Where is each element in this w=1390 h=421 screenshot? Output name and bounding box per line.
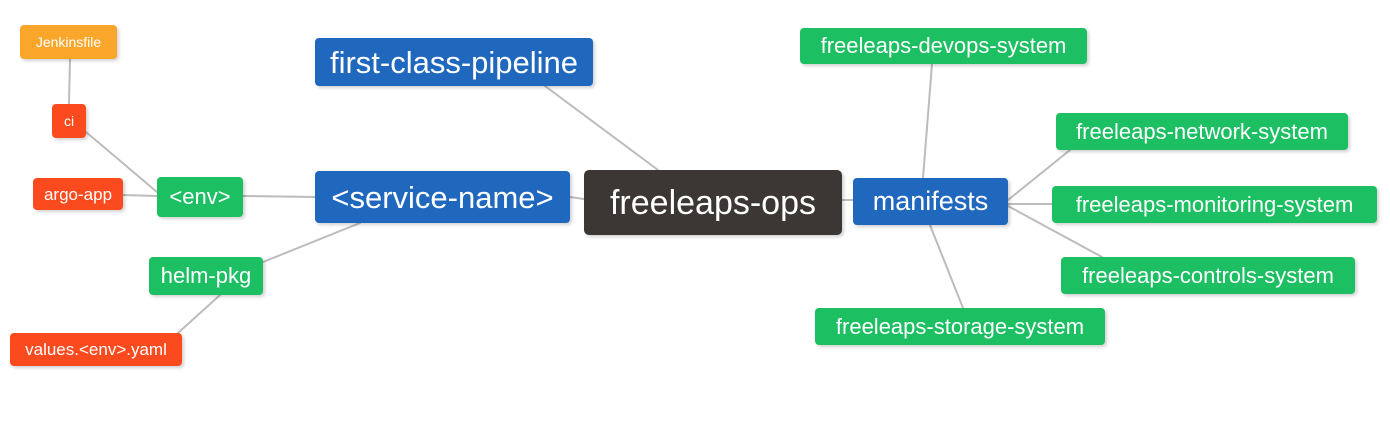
mindmap-node-env[interactable]: <env> bbox=[157, 177, 243, 217]
edge-argo-app-to-env bbox=[122, 194, 158, 197]
mindmap-node-controls-system[interactable]: freeleaps-controls-system bbox=[1061, 257, 1355, 294]
mindmap-node-service-name[interactable]: <service-name> bbox=[315, 171, 570, 223]
mindmap-node-ci[interactable]: ci bbox=[52, 104, 86, 138]
edge-manifests-to-devops-system bbox=[922, 63, 933, 179]
mindmap-node-monitoring-system[interactable]: freeleaps-monitoring-system bbox=[1052, 186, 1377, 223]
edge-helm-pkg-to-service-name bbox=[262, 222, 361, 263]
edge-env-to-service-name bbox=[242, 195, 316, 198]
edge-first-class-pipeline-to-freeleaps-ops bbox=[544, 85, 659, 171]
edge-jenkinsfile-to-ci bbox=[68, 58, 71, 105]
mindmap-node-helm-pkg[interactable]: helm-pkg bbox=[149, 257, 263, 295]
mindmap-node-storage-system[interactable]: freeleaps-storage-system bbox=[815, 308, 1105, 345]
mindmap-node-first-class-pipeline[interactable]: first-class-pipeline bbox=[315, 38, 593, 86]
mindmap-node-network-system[interactable]: freeleaps-network-system bbox=[1056, 113, 1348, 150]
mindmap-node-jenkinsfile[interactable]: Jenkinsfile bbox=[20, 25, 117, 59]
mindmap-node-freeleaps-ops[interactable]: freeleaps-ops bbox=[584, 170, 842, 235]
mindmap-node-devops-system[interactable]: freeleaps-devops-system bbox=[800, 28, 1087, 64]
edge-service-name-to-freeleaps-ops bbox=[569, 196, 585, 200]
edge-values-yaml-to-helm-pkg bbox=[177, 294, 221, 334]
mindmap-node-values-yaml[interactable]: values.<env>.yaml bbox=[10, 333, 182, 366]
mindmap-node-manifests[interactable]: manifests bbox=[853, 178, 1008, 225]
edge-manifests-to-storage-system bbox=[929, 224, 964, 309]
mindmap-node-argo-app[interactable]: argo-app bbox=[33, 178, 123, 210]
